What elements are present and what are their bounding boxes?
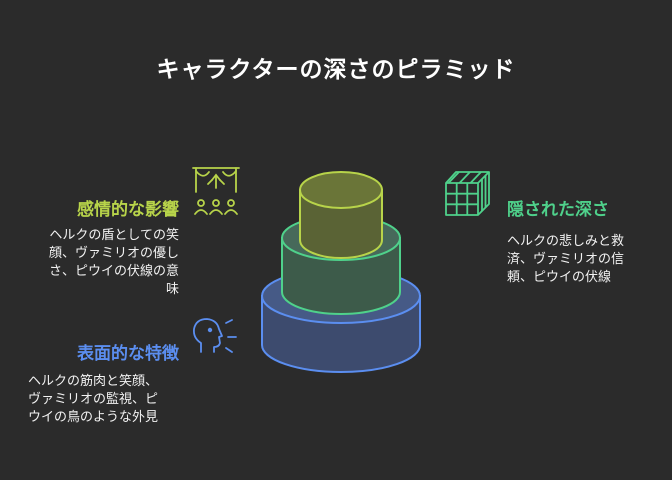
cube-grid-icon — [445, 171, 490, 216]
audience-icon — [192, 167, 240, 215]
emotional-impact-heading: 感情的な影響 — [77, 200, 179, 220]
hidden-depth-desc: ヘルクの悲しみと救 済、ヴァミリオの信 頼、ピウイの伏線 — [507, 234, 625, 285]
page-title: キャラクターの深さのピラミッド — [156, 57, 516, 83]
emotional-impact-desc: ヘルクの盾としての笑 顔、ヴァミリオの優し さ、ピウイの伏線の意 味 — [48, 228, 179, 297]
surface-traits-heading: 表面的な特徴 — [77, 344, 179, 364]
surface-traits-desc: ヘルクの筋肉と笑顔、 ヴァミリオの監視、ピ ウイの鳥のような外見 — [28, 374, 159, 425]
tier-emotional — [299, 171, 383, 259]
face-profile-icon — [192, 318, 237, 353]
hidden-depth-heading: 隠された深さ — [507, 200, 609, 220]
